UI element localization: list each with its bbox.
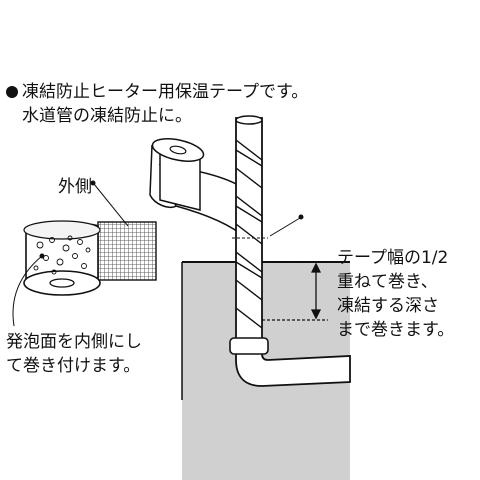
tape-roll-upright (149, 138, 205, 211)
pipe-elbow (229, 337, 351, 387)
intro-text-1: 凍結防止ヒーター用保温テープです。 (22, 82, 309, 102)
depth-callout-line-1: テープ幅の1/2 (337, 248, 449, 268)
water-pipe (232, 115, 268, 347)
foam-leader (12, 253, 45, 327)
depth-callout-line-3: 凍結する深さ (337, 296, 439, 316)
depth-callout-line-4: まで巻きます。 (337, 320, 455, 340)
foam-callout-line-2: て巻き付けます。 (6, 356, 141, 376)
tape-roll-side (23, 220, 157, 296)
depth-callout: テープ幅の1/2 重ねて巻き、 凍結する深さ まで巻きます。 (337, 246, 454, 342)
intro-line-1: 凍結防止ヒーター用保温テープです。 (6, 80, 308, 104)
foam-side-callout: 発泡面を内側にし て巻き付けます。 (6, 330, 142, 378)
outer-side-label: 外側 (58, 177, 92, 197)
intro-line-2: 水道管の凍結防止に。 (22, 106, 192, 126)
depth-arrow (262, 261, 328, 321)
pipe-leader (269, 214, 304, 237)
foam-callout-line-1: 発泡面を内側にし (6, 332, 142, 352)
depth-callout-line-2: 重ねて巻き、 (337, 272, 438, 292)
outer-leader (90, 180, 129, 227)
bullet-icon (6, 86, 18, 98)
